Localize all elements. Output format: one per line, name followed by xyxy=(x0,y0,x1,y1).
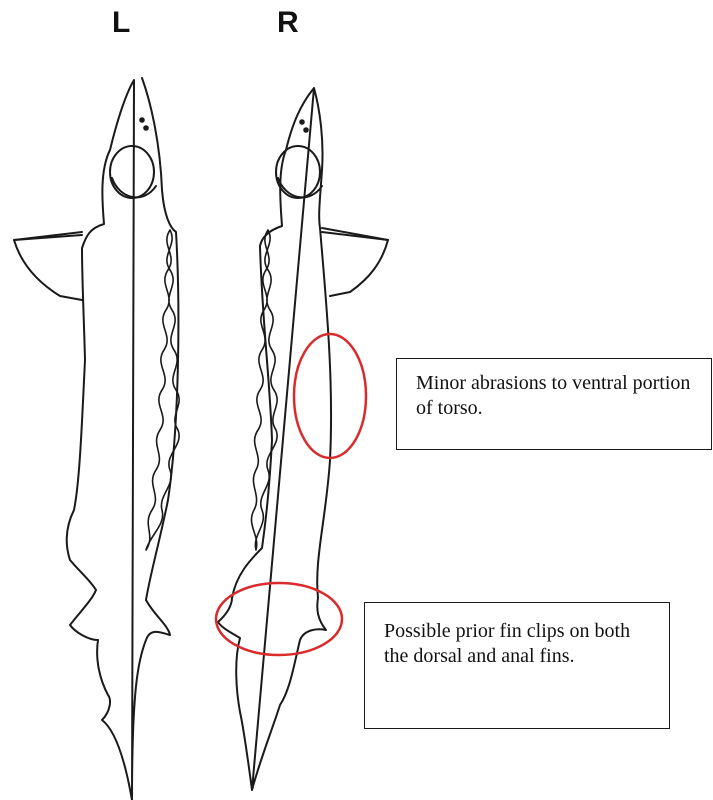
left-fish-outline xyxy=(14,78,179,800)
right-side-label: R xyxy=(277,6,299,40)
left-scute-row xyxy=(146,230,179,550)
abrasion-annotation-box: Minor abrasions to ventral portion of to… xyxy=(396,358,712,450)
fin-clip-highlight-ellipse xyxy=(216,583,342,655)
left-side-label: L xyxy=(112,6,130,40)
right-head-mouth xyxy=(276,146,320,198)
fin-clip-annotation-text: Possible prior fin clips on both the dor… xyxy=(384,620,630,667)
fin-clip-annotation-box: Possible prior fin clips on both the dor… xyxy=(364,602,670,729)
left-head-mouth xyxy=(110,146,154,198)
right-scute-row xyxy=(251,230,277,550)
left-pectoral-fin xyxy=(14,235,82,300)
abrasion-annotation-text: Minor abrasions to ventral portion of to… xyxy=(416,372,690,419)
